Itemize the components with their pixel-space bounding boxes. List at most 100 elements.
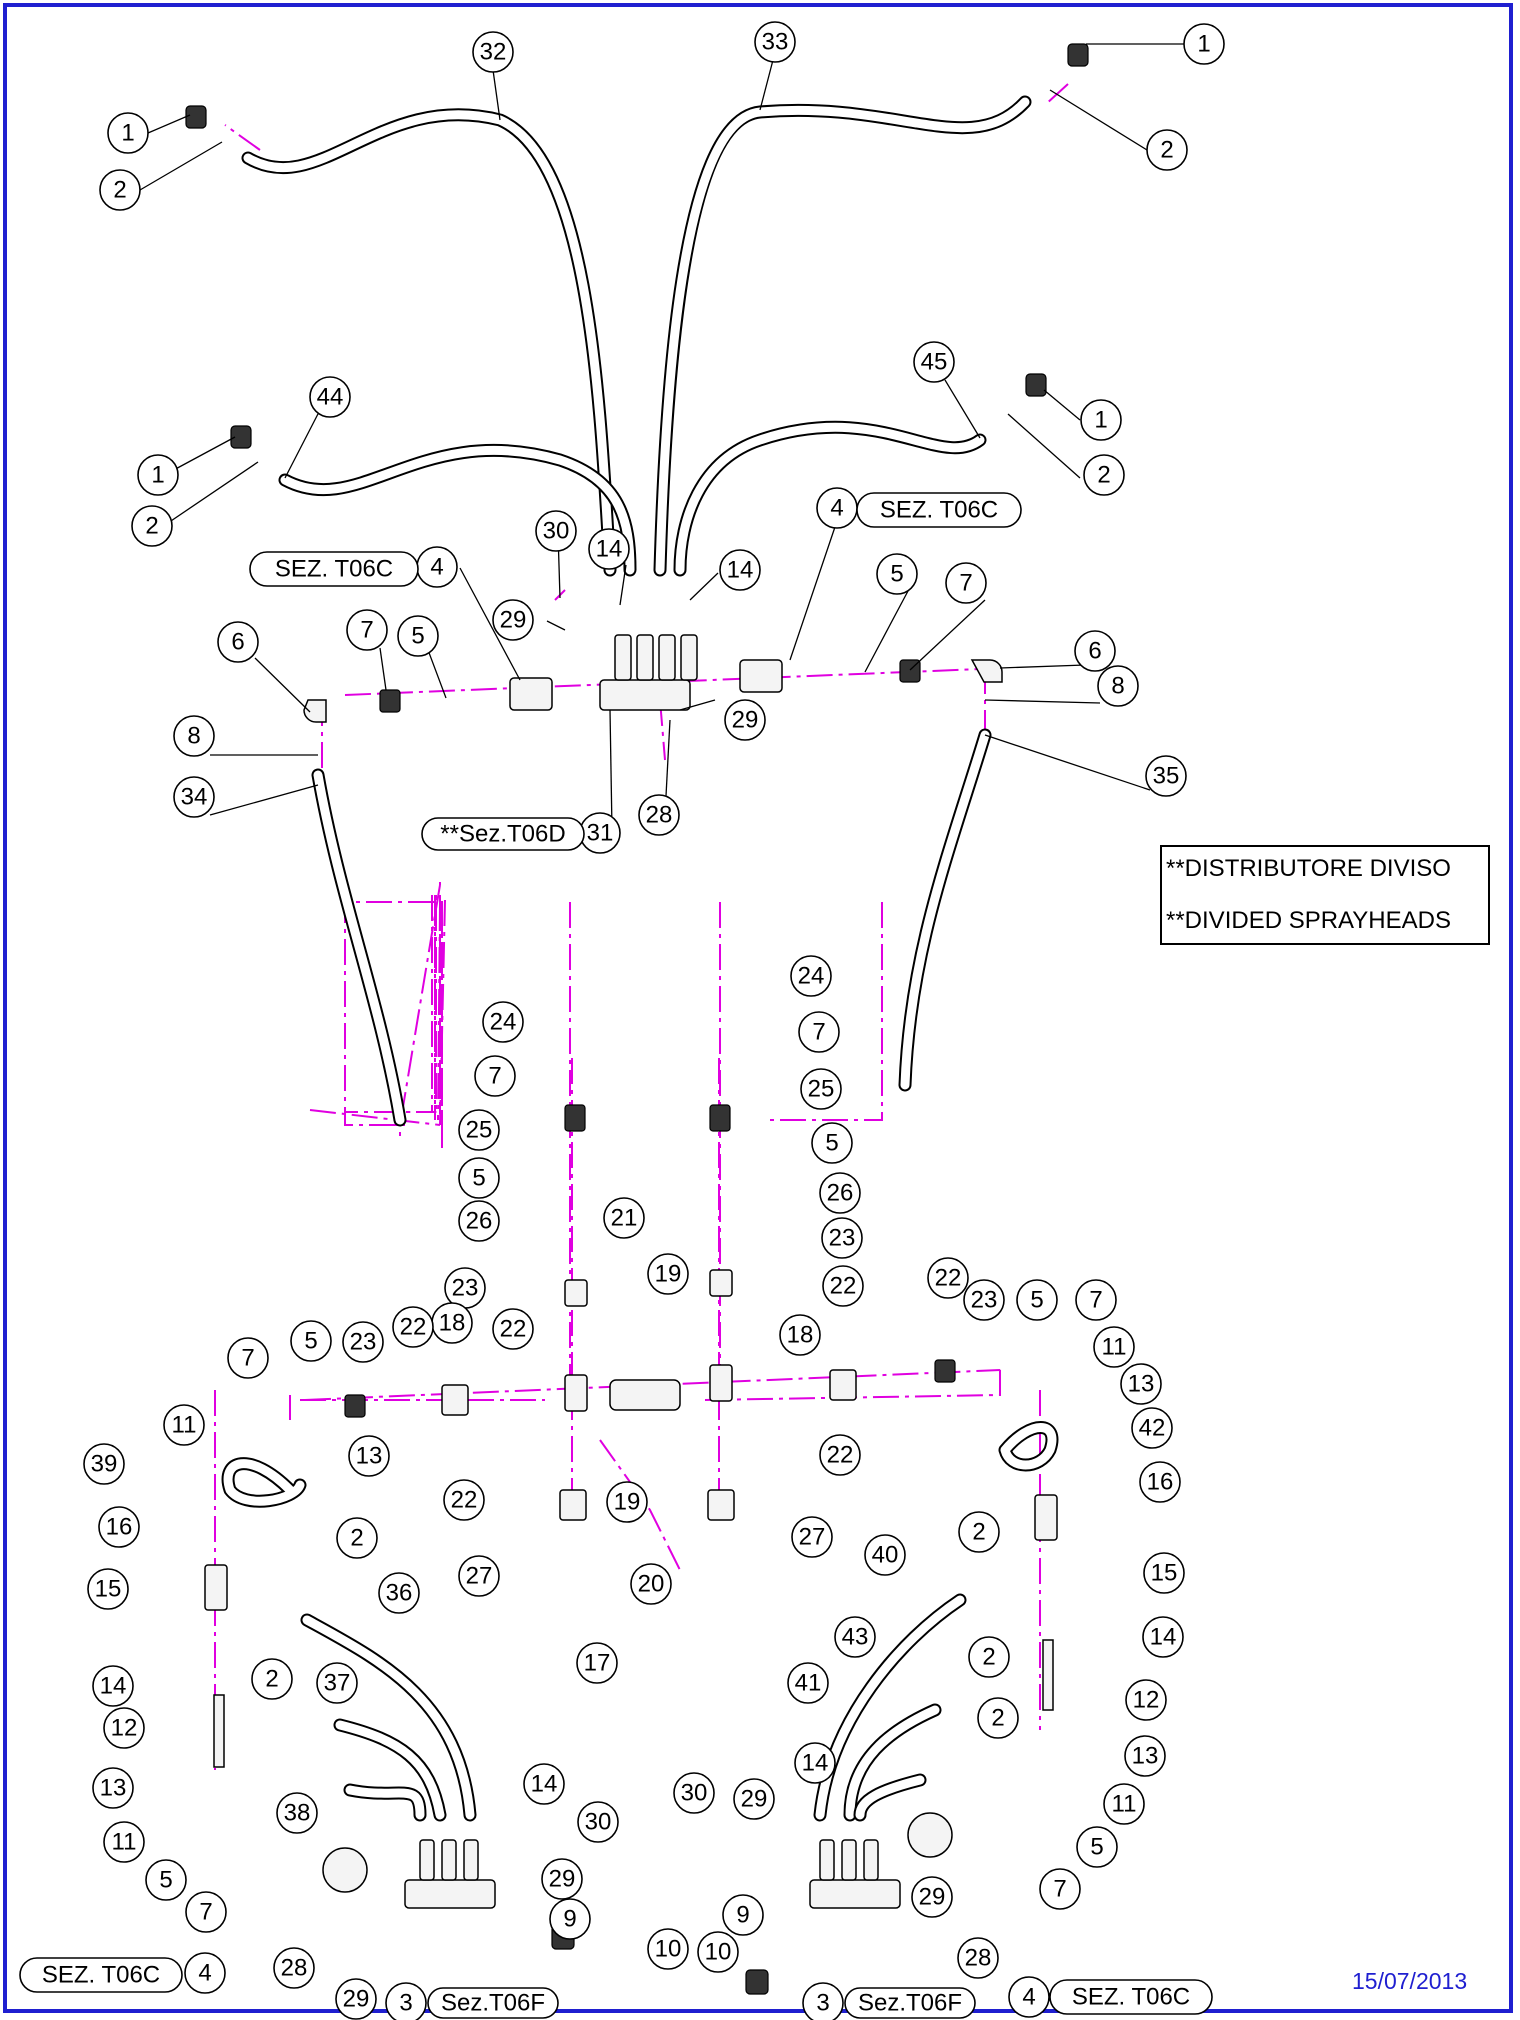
svg-text:24: 24 [798, 963, 825, 990]
callout-4-lower-right: 4 [1008, 1976, 1050, 2018]
callout-3-lower-right: 3 [802, 1982, 844, 2020]
callout-2-b: 2 [99, 169, 141, 211]
callout-25-left: 25 [458, 1109, 500, 1151]
svg-text:6: 6 [1088, 638, 1101, 665]
svg-text:1: 1 [1094, 407, 1107, 434]
callout-23-mid-right: 23 [821, 1217, 863, 1259]
callout-11-right-b: 11 [1103, 1783, 1145, 1825]
svg-text:5: 5 [1030, 1287, 1043, 1314]
svg-text:19: 19 [614, 1489, 641, 1516]
fitting-23-lower-left [441, 1384, 469, 1416]
callout-2-lower-left-a: 2 [336, 1517, 378, 1559]
svg-text:41: 41 [795, 1670, 822, 1697]
callout-31: 31 [579, 812, 621, 854]
label-sez-t06f-left: Sez.T06F [427, 1987, 559, 2019]
callout-14-lower-left: 14 [523, 1763, 565, 1805]
svg-text:3: 3 [399, 1990, 412, 2017]
callout-29-lower-left-b: 29 [335, 1978, 377, 2020]
svg-text:16: 16 [106, 1514, 133, 1541]
svg-text:14: 14 [100, 1673, 127, 1700]
callout-33: 33 [754, 21, 796, 63]
note-box: **DISTRIBUTORE DIVISO **DIVIDED SPRAYHEA… [1160, 845, 1490, 945]
svg-text:7: 7 [488, 1063, 501, 1090]
svg-text:2: 2 [991, 1705, 1004, 1732]
svg-text:5: 5 [1090, 1834, 1103, 1861]
svg-text:23: 23 [971, 1287, 998, 1314]
elbow-left [303, 699, 327, 723]
callout-22-mid-left: 22 [492, 1308, 534, 1350]
svg-text:29: 29 [343, 1986, 370, 2013]
callout-28-lower-right: 28 [957, 1937, 999, 1979]
callout-29-lower-right-a: 29 [733, 1778, 775, 1820]
svg-text:18: 18 [787, 1322, 814, 1349]
callout-40: 40 [864, 1534, 906, 1576]
svg-text:14: 14 [802, 1750, 829, 1777]
callout-5-top-right: 5 [876, 553, 918, 595]
svg-text:11: 11 [112, 1829, 137, 1856]
svg-text:29: 29 [732, 707, 759, 734]
tube-12-right [1042, 1639, 1054, 1711]
svg-text:2: 2 [1097, 462, 1110, 489]
svg-text:14: 14 [596, 536, 623, 563]
callout-4-top-right: 4 [816, 487, 858, 529]
svg-text:36: 36 [386, 1580, 413, 1607]
svg-text:Sez.T06F: Sez.T06F [858, 1990, 962, 2017]
svg-text:14: 14 [727, 557, 754, 584]
callout-7-lower-left: 7 [185, 1891, 227, 1933]
hoses [221, 95, 1059, 1822]
fitting-23-left [564, 1279, 588, 1307]
callout-26-left: 26 [458, 1200, 500, 1242]
svg-text:5: 5 [472, 1165, 485, 1192]
callout-29-top-b: 29 [724, 699, 766, 741]
svg-text:2: 2 [265, 1666, 278, 1693]
svg-text:27: 27 [466, 1563, 493, 1590]
callout-2-lower-right-a: 2 [958, 1511, 1000, 1553]
svg-text:4: 4 [198, 1960, 211, 1987]
svg-text:8: 8 [187, 723, 200, 750]
svg-text:8: 8 [1111, 673, 1124, 700]
callout-28-top: 28 [638, 794, 680, 836]
callout-25-right: 25 [800, 1068, 842, 1110]
svg-text:33: 33 [762, 29, 789, 56]
end-cap-1-d [1025, 373, 1047, 397]
svg-text:29: 29 [549, 1866, 576, 1893]
callout-1-c: 1 [137, 454, 179, 496]
svg-text:2: 2 [982, 1644, 995, 1671]
fitting-27-left [559, 1489, 587, 1521]
svg-text:38: 38 [284, 1800, 311, 1827]
svg-text:**Sez.T06D: **Sez.T06D [440, 821, 565, 848]
svg-text:11: 11 [1102, 1334, 1127, 1361]
callout-29-top-a: 29 [492, 599, 534, 641]
callout-28-lower-left: 28 [273, 1947, 315, 1989]
callout-5-left-b: 5 [290, 1320, 332, 1362]
callout-6-left: 6 [217, 621, 259, 663]
svg-text:2: 2 [972, 1519, 985, 1546]
callout-10-right: 10 [697, 1931, 739, 1973]
callout-7-mid-right: 7 [798, 1011, 840, 1053]
callout-10-left: 10 [647, 1928, 689, 1970]
label-sez-t06c-top-left: SEZ. T06C [249, 551, 419, 587]
callout-14-lower-right: 14 [794, 1742, 836, 1784]
callout-2-lower-right-b: 2 [968, 1636, 1010, 1678]
svg-text:27: 27 [799, 1524, 826, 1551]
svg-text:SEZ. T06C: SEZ. T06C [275, 556, 393, 583]
svg-text:12: 12 [111, 1715, 138, 1742]
tube-12-left [213, 1694, 225, 1768]
svg-text:13: 13 [1128, 1371, 1155, 1398]
nut-7-mid-right [709, 1104, 731, 1132]
svg-text:6: 6 [231, 629, 244, 656]
svg-text:3: 3 [816, 1990, 829, 2017]
svg-text:17: 17 [584, 1650, 611, 1677]
svg-text:7: 7 [1053, 1876, 1066, 1903]
callout-35: 35 [1145, 755, 1187, 797]
drawing-frame [3, 3, 1513, 2013]
svg-text:2: 2 [1160, 137, 1173, 164]
callout-16-left: 16 [98, 1506, 140, 1548]
svg-text:20: 20 [638, 1571, 665, 1598]
svg-text:23: 23 [829, 1225, 856, 1252]
svg-text:7: 7 [959, 570, 972, 597]
label-sez-t06d: **Sez.T06D [421, 817, 585, 851]
callout-3-lower-left: 3 [385, 1982, 427, 2020]
callout-7-right-b: 7 [1075, 1279, 1117, 1321]
callout-22-right-b: 22 [927, 1257, 969, 1299]
